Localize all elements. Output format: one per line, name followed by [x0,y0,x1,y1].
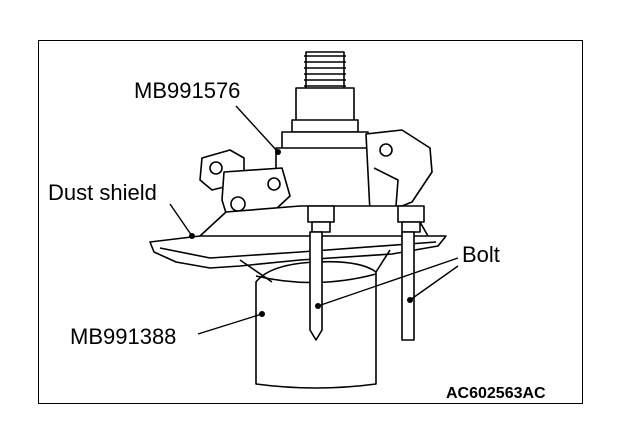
right-bracket [365,129,433,213]
label-mb991388: MB991388 [70,324,177,349]
leader-dot-bolt-1 [315,303,321,309]
leader-mb991576 [235,105,279,153]
leader-bolt-1 [317,257,459,307]
leader-bolt-2 [409,265,459,301]
leader-dot-mb991388 [259,311,265,317]
leader-dot-bolt-2 [407,297,413,303]
label-mb991576: MB991576 [134,78,241,103]
label-bolt: Bolt [462,242,500,267]
leader-dot-mb991576 [275,149,281,155]
figure-frame [38,40,583,404]
figure-code: AC602563AC [446,385,546,402]
leader-dot-dust-shield [189,233,195,239]
threaded-spindle [304,51,346,91]
bolt-shafts [309,231,415,341]
leader-mb991388 [197,313,263,335]
dust-shield [149,235,447,269]
leader-dust-shield [169,203,193,237]
label-dust-shield: Dust shield [48,180,157,205]
